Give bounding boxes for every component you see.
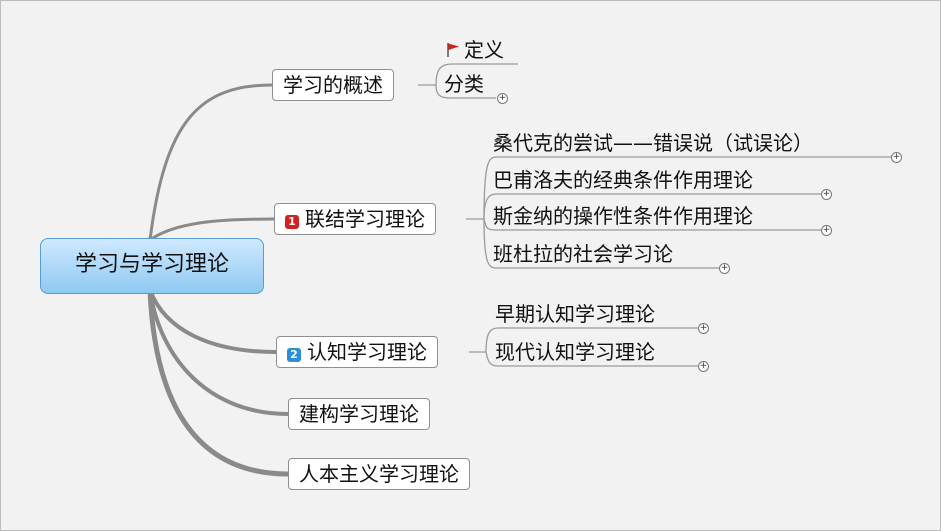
leaf-bandura[interactable]: 班杜拉的社会学习论 (487, 241, 679, 267)
expand-classification-icon[interactable]: + (497, 93, 508, 104)
expand-pavlov-icon[interactable]: + (821, 189, 832, 200)
leaf-early-cognitive[interactable]: 早期认知学习理论 (489, 301, 661, 327)
leaf-skinner[interactable]: 斯金纳的操作性条件作用理论 (487, 203, 759, 229)
branch-constructivist[interactable]: 建构学习理论 (288, 398, 430, 430)
leaf-bandura-label: 班杜拉的社会学习论 (493, 242, 673, 266)
branch-overview[interactable]: 学习的概述 (272, 69, 394, 101)
priority-2-icon: 2 (287, 348, 301, 362)
leaf-definition[interactable]: 定义 (440, 37, 510, 63)
expand-skinner-icon[interactable]: + (821, 225, 832, 236)
root-label: 学习与学习理论 (74, 252, 229, 277)
leaf-pavlov-label: 巴甫洛夫的经典条件作用理论 (493, 168, 753, 192)
leaf-classification-label: 分类 (444, 72, 484, 96)
branch-humanistic[interactable]: 人本主义学习理论 (288, 458, 470, 490)
branch-constructivist-label: 建构学习理论 (299, 402, 419, 426)
root-node[interactable]: 学习与学习理论 (40, 238, 264, 294)
expand-modern-cognitive-icon[interactable]: + (698, 361, 709, 372)
leaf-pavlov[interactable]: 巴甫洛夫的经典条件作用理论 (487, 167, 759, 193)
leaf-classification[interactable]: 分类 (438, 71, 490, 97)
red-flag-icon (447, 43, 459, 57)
leaf-definition-label: 定义 (464, 38, 504, 62)
leaf-early-cognitive-label: 早期认知学习理论 (495, 302, 655, 326)
leaf-modern-cognitive[interactable]: 现代认知学习理论 (489, 339, 661, 365)
leaf-skinner-label: 斯金纳的操作性条件作用理论 (493, 204, 753, 228)
branch-cognitive[interactable]: 2 认知学习理论 (276, 336, 438, 368)
expand-bandura-icon[interactable]: + (719, 263, 730, 274)
priority-1-icon: 1 (285, 215, 299, 229)
branch-overview-label: 学习的概述 (283, 73, 383, 97)
leaf-thorndike-label: 桑代克的尝试——错误说（试误论） (493, 131, 813, 155)
expand-thorndike-icon[interactable]: + (891, 152, 902, 163)
branch-humanistic-label: 人本主义学习理论 (299, 462, 459, 486)
leaf-thorndike[interactable]: 桑代克的尝试——错误说（试误论） (487, 130, 819, 156)
leaf-modern-cognitive-label: 现代认知学习理论 (495, 340, 655, 364)
branch-cognitive-label: 认知学习理论 (307, 340, 427, 364)
branch-connection-label: 联结学习理论 (305, 207, 425, 231)
expand-early-cognitive-icon[interactable]: + (698, 323, 709, 334)
branch-connection[interactable]: 1 联结学习理论 (274, 203, 436, 235)
